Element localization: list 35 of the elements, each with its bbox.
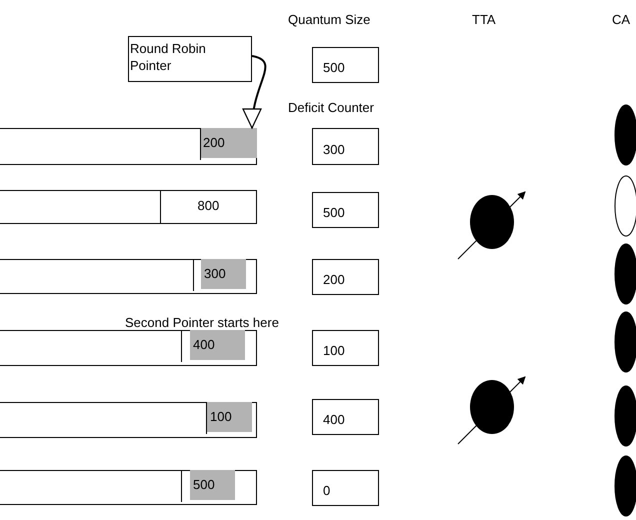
pointer-box: [128, 36, 252, 82]
counter-box: [312, 330, 379, 366]
counter-box: [312, 192, 379, 228]
queue-bar: [0, 330, 257, 366]
queue-bar: [0, 128, 257, 165]
ball-icon: [469, 379, 515, 435]
packet-size: 300: [204, 266, 226, 281]
column-header: Deficit Counter: [288, 100, 374, 115]
counter-box: [312, 399, 379, 435]
counter-box: [312, 470, 379, 506]
column-header: TTA: [472, 12, 496, 27]
counter-value: 0: [323, 483, 330, 498]
counter-box: [312, 47, 379, 83]
column-header: CA: [612, 12, 630, 27]
queue-bar: [0, 402, 257, 438]
box-label: Round Robin Pointer: [130, 40, 207, 74]
counter-value: 300: [323, 142, 345, 156]
counter-value: 100: [323, 343, 345, 358]
counter-value: 500: [323, 205, 345, 220]
queue-bar: [0, 259, 257, 294]
annotation-text: Second Pointer starts here: [125, 315, 279, 330]
counter-value: 400: [323, 412, 345, 427]
packet-size: 200: [203, 135, 225, 150]
packet-size: 400: [193, 337, 215, 352]
ball-icon: [469, 194, 515, 250]
packet-size: 100: [210, 409, 232, 424]
queue-bar: [0, 470, 257, 505]
packet-size: 800: [198, 198, 220, 213]
counter-box: [312, 128, 379, 165]
counter-box: [312, 259, 379, 295]
counter-value: 200: [323, 272, 345, 287]
column-header: Quantum Size: [288, 12, 370, 27]
counter-value: 500: [323, 60, 345, 75]
packet-size: 500: [193, 477, 215, 492]
queue-bar: [0, 190, 257, 224]
